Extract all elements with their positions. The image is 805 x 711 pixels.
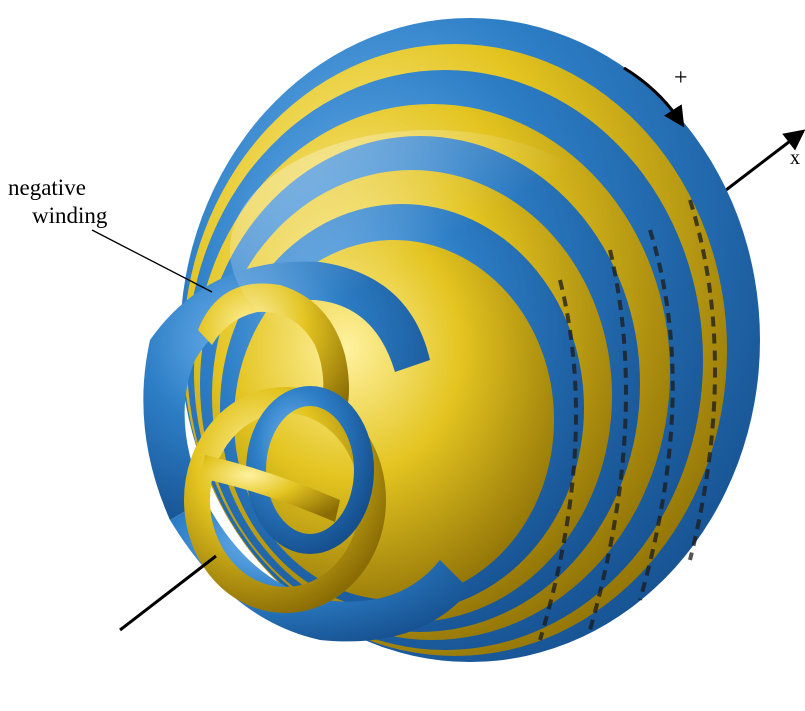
annotation-label-line2: winding [32, 204, 107, 227]
surface-sheen [230, 130, 630, 370]
axis-line-front [120, 556, 216, 630]
axis-label: x [790, 148, 800, 168]
annotation-label-line1: negative [8, 176, 86, 199]
rotation-sign-label: + [674, 66, 688, 90]
